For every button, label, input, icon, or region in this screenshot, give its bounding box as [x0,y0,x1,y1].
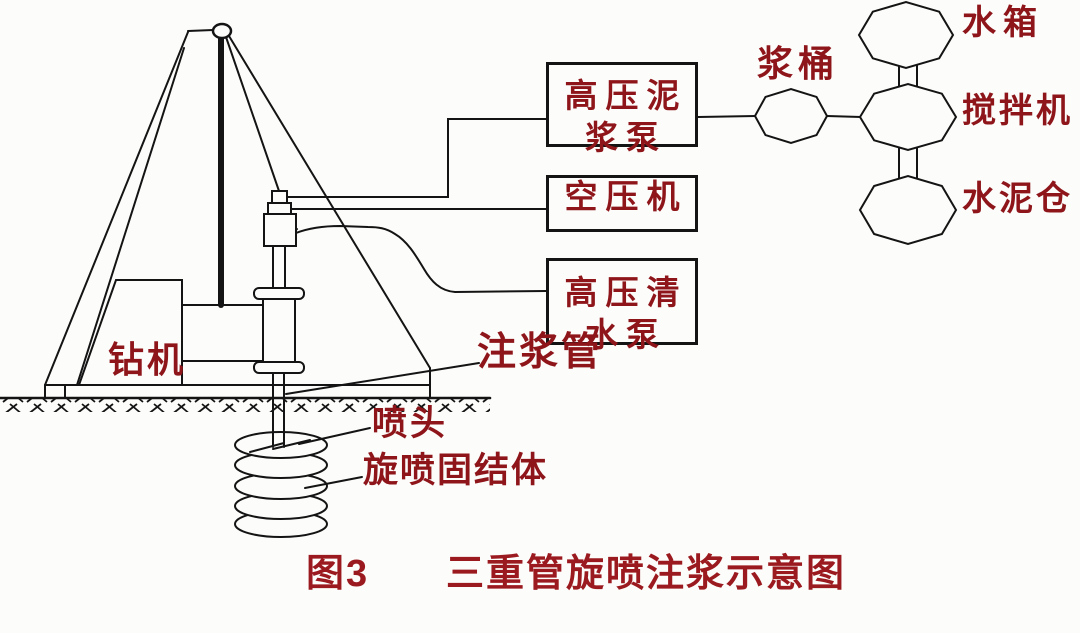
derrick-left-leg-inner [76,47,185,386]
water-pump-label-line1: 高压清 [564,274,688,311]
lower-flange [253,361,305,374]
consolidated-body-leader [304,476,363,489]
hoist-cable [225,36,280,192]
figure-caption: 图3 三重管旋喷注浆示意图 [0,542,1080,595]
derrick-right-leg [228,35,431,369]
water-tank-octagon [857,0,955,70]
mud-pump-hose [286,118,547,198]
pulley-circle-icon [211,22,233,40]
ground-hatch-icon [0,399,490,412]
air-compressor-label: 空压机 [564,178,688,215]
bucket-to-mixer-line [826,115,862,118]
node-label-slurry-bucket: 浆桶 [757,43,840,84]
part-label-nozzle: 喷头 [372,404,449,443]
nozzle-stroke-b [272,439,311,450]
mixer-octagon [858,82,958,152]
slurry-bucket-octagon [753,87,829,145]
mud-pump-label-line2: 浆泵 [585,119,667,156]
box-high-pressure-water-pump: 高压清 水泵 [546,258,698,351]
box-high-pressure-mud-pump: 高压泥 浆泵 [546,62,698,154]
upper-flange [253,287,305,300]
swivel-body [263,213,297,247]
water-pump-label-line2: 水泵 [585,316,667,353]
node-label-water-tank: 水箱 [962,4,1044,42]
derrick-left-leg-outer [44,31,189,386]
node-label-mixer: 搅拌机 [962,92,1073,130]
nozzle-stroke-a [249,442,285,453]
swivel-stem [272,245,286,289]
swivel-knob [271,190,288,204]
mud-pump-label-line1: 高压泥 [564,77,688,114]
derrick-top-tick [187,29,214,32]
guide-cylinder [262,298,296,363]
swivel-cap [267,202,292,215]
water-pump-hose [295,224,547,294]
caption-figure-number: 图3 [306,553,370,595]
nozzle-leader [298,427,371,445]
drill-machine-housing [77,279,183,386]
consolidated-body-coils [234,431,328,538]
node-label-cement-silo: 水泥仓 [962,180,1073,218]
part-label-grout-pipe: 注浆管 [477,331,604,374]
part-label-consolidated-body: 旋喷固结体 [363,451,549,490]
part-label-drill-rig: 钻机 [108,339,187,380]
caption-title: 三重管旋喷注浆示意图 [446,553,847,595]
cement-silo-octagon [858,174,958,246]
grout-pipe-leader [285,362,480,395]
mud-pump-to-bucket-line [697,115,757,118]
box-air-compressor: 空压机 [546,175,698,232]
